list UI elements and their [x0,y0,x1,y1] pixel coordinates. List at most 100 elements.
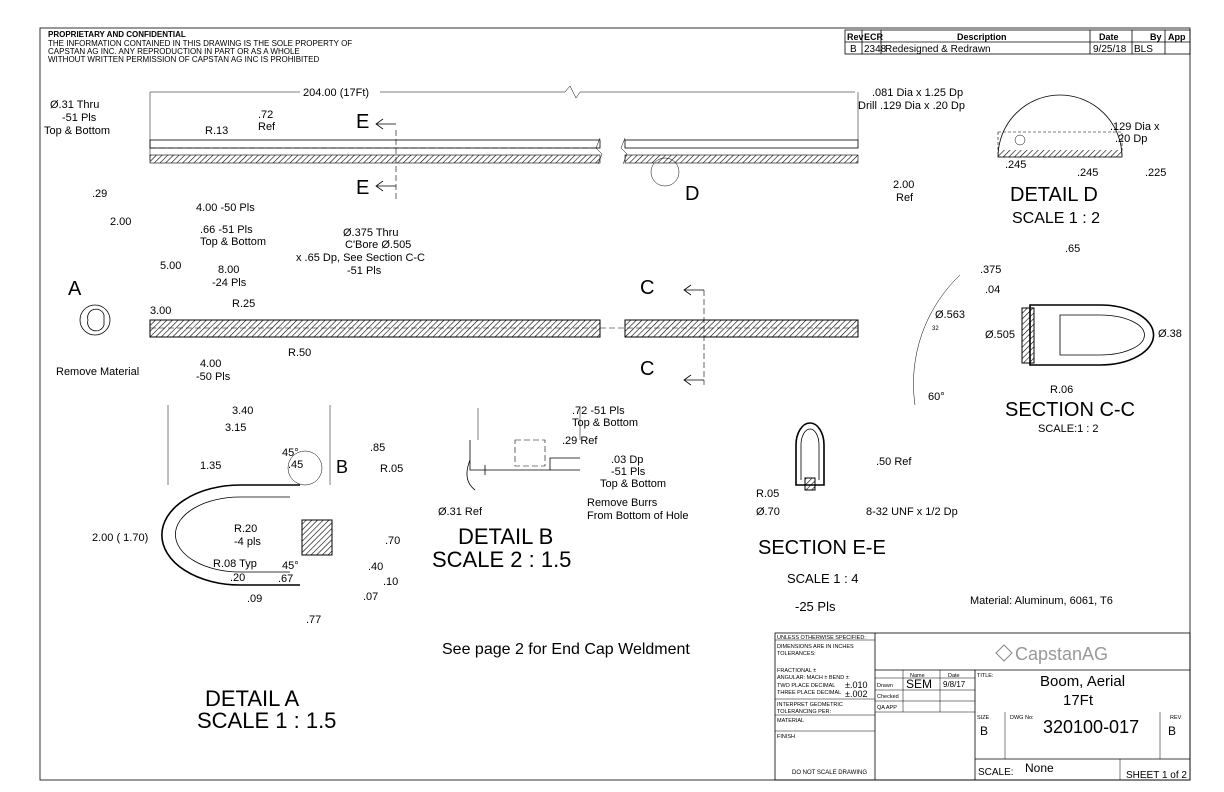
drawing-number: 320100-017 [1043,717,1139,737]
dim-label: 3.00 [150,305,171,317]
tb-text: INTERPRET GEOMETRIC [777,702,843,708]
dim-label: .70 [385,535,400,547]
bottom-view: Ø.375 Thru C'Bore Ø.505 x .65 Dp, See Se… [56,227,859,386]
dim-label: 45° [282,560,299,572]
capstan-logo: CapstanAG [995,644,1108,664]
dim-label: -51 Pls [611,466,646,478]
dim-label: .10 [383,576,398,588]
section-c-title: SECTION C-C [1005,399,1135,421]
dim-label: .20 Dp [1115,133,1147,145]
dim-label: .67 [278,573,293,585]
dim-label: Ø.70 [756,506,780,518]
dim-label: x .65 Dp, See Section C-C [296,252,425,264]
sheet-number: SHEET 1 of 2 [1126,770,1187,781]
detail-a-callout: A [68,278,82,300]
dim-label: Ref [896,192,914,204]
revision-table: Rev ECR Description Date By App B 2348 R… [844,29,1191,55]
section-e-qty: -25 Pls [795,599,836,614]
drawn-date: 9/8/17 [943,680,966,689]
tb-text: Drawn [877,683,893,689]
date-value: 9/25/18 [1093,44,1127,55]
dim-label: .225 [1145,167,1166,179]
detail-a-title: DETAIL A [205,686,299,711]
dim-label: 2.00 [893,179,914,191]
ecr-value: 2348 [864,44,887,55]
dim-label: R.25 [232,298,255,310]
dim-label: 5.00 [160,260,181,272]
tb-text: QA APP [877,705,897,711]
dim-label: .40 [368,561,383,573]
dim-label: 8-32 UNF x 1/2 Dp [866,506,958,518]
tb-text: FINISH [777,734,795,740]
proprietary-notice: PROPRIETARY AND CONFIDENTIAL THE INFORMA… [48,30,352,64]
dim-label: .04 [985,284,1000,296]
section-c-c: .65 .375 .04 Ø.563 32 Ø.505 Ø.38 R.06 60… [913,243,1182,435]
section-e-title: SECTION E-E [758,537,886,559]
section-c-label: C [640,358,654,380]
description-header: Description [957,32,1007,42]
detail-b-title: DETAIL B [458,524,553,549]
dim-label: .45 [288,459,303,471]
title-block: UNLESS OTHERWISE SPECIFIED: DIMENSIONS A… [774,632,1191,781]
rev-value: B [850,44,857,55]
tb-text: DIMENSIONS ARE IN INCHES [777,644,854,650]
description-value: Redesigned & Redrawn [885,44,991,55]
company-name: CapstanAG [1015,644,1108,664]
dim-label: .07 [363,591,378,603]
dim-label: .77 [306,614,321,626]
section-e-label: E [356,111,369,133]
section-c-label: C [640,277,654,299]
detail-d-circle [650,157,680,187]
dim-label: .65 [1065,243,1080,255]
dim-label: .85 [370,442,385,454]
dim-label: Ø.31 Thru [50,99,99,111]
dim-label: Top & Bottom [44,125,110,137]
dim-label: -24 Pls [212,277,247,289]
tb-text: SIZE [977,715,990,721]
dim-label: .29 [92,188,107,200]
dim-label: Ø.31 Ref [438,506,483,518]
dim-label: 4.00 [200,358,221,370]
dim-label: R.05 [756,488,779,500]
by-header: By [1150,32,1162,42]
dim-label: R.50 [288,347,311,359]
section-e-label: E [356,177,369,199]
dim-label: 4.00 -50 Pls [196,202,255,214]
rev-header: Rev [847,32,864,42]
dim-label: -50 Pls [196,371,231,383]
remove-material-note: Remove Material [56,366,139,378]
dim-label: R.05 [380,463,403,475]
dim-label: .245 [1077,167,1098,179]
dim-label: 3.40 [232,405,253,417]
detail-d-title: DETAIL D [1010,184,1098,206]
dim-label: 45° [282,447,299,459]
drawing-scale: None [1025,761,1054,775]
tb-text: Checked [877,694,899,700]
dim-label: -4 pls [234,536,261,548]
tb-text: Name [910,673,925,679]
dim-label: R.13 [205,125,228,137]
detail-b-callout: B [336,457,348,477]
notice-title: PROPRIETARY AND CONFIDENTIAL [48,30,186,39]
date-header: Date [1099,32,1119,42]
dim-label: Ø.563 [935,309,965,321]
end-cap-note: See page 2 for End Cap Weldment [442,641,690,658]
detail-d: .129 Dia x .20 Dp .245 .245 .225 DETAIL … [997,94,1166,227]
detail-a-scale: SCALE 1 : 1.5 [197,708,336,733]
dim-label: R.06 [1050,384,1073,396]
material-note: Material: Aluminum, 6061, T6 [970,595,1113,607]
dim-label: Top & Bottom [572,417,638,429]
dim-label: .03 Dp [611,454,643,466]
dim-label: Top & Bottom [600,478,666,490]
tb-text: TOLERANCING PER: [777,709,831,715]
sheet-size: B [980,724,988,738]
detail-a-callout-circle [79,304,111,336]
tb-text: FRACTIONAL ± [777,668,816,674]
dim-label: Ø.38 [1158,328,1182,340]
dim-label: R.08 Typ [213,558,257,570]
tb-text: ±.002 [845,689,867,699]
notice-line: THE INFORMATION CONTAINED IN THIS DRAWIN… [48,39,352,48]
tb-text: Date [948,673,960,679]
by-value: BLS [1134,44,1153,55]
section-e-scale: SCALE 1 : 4 [787,571,859,586]
